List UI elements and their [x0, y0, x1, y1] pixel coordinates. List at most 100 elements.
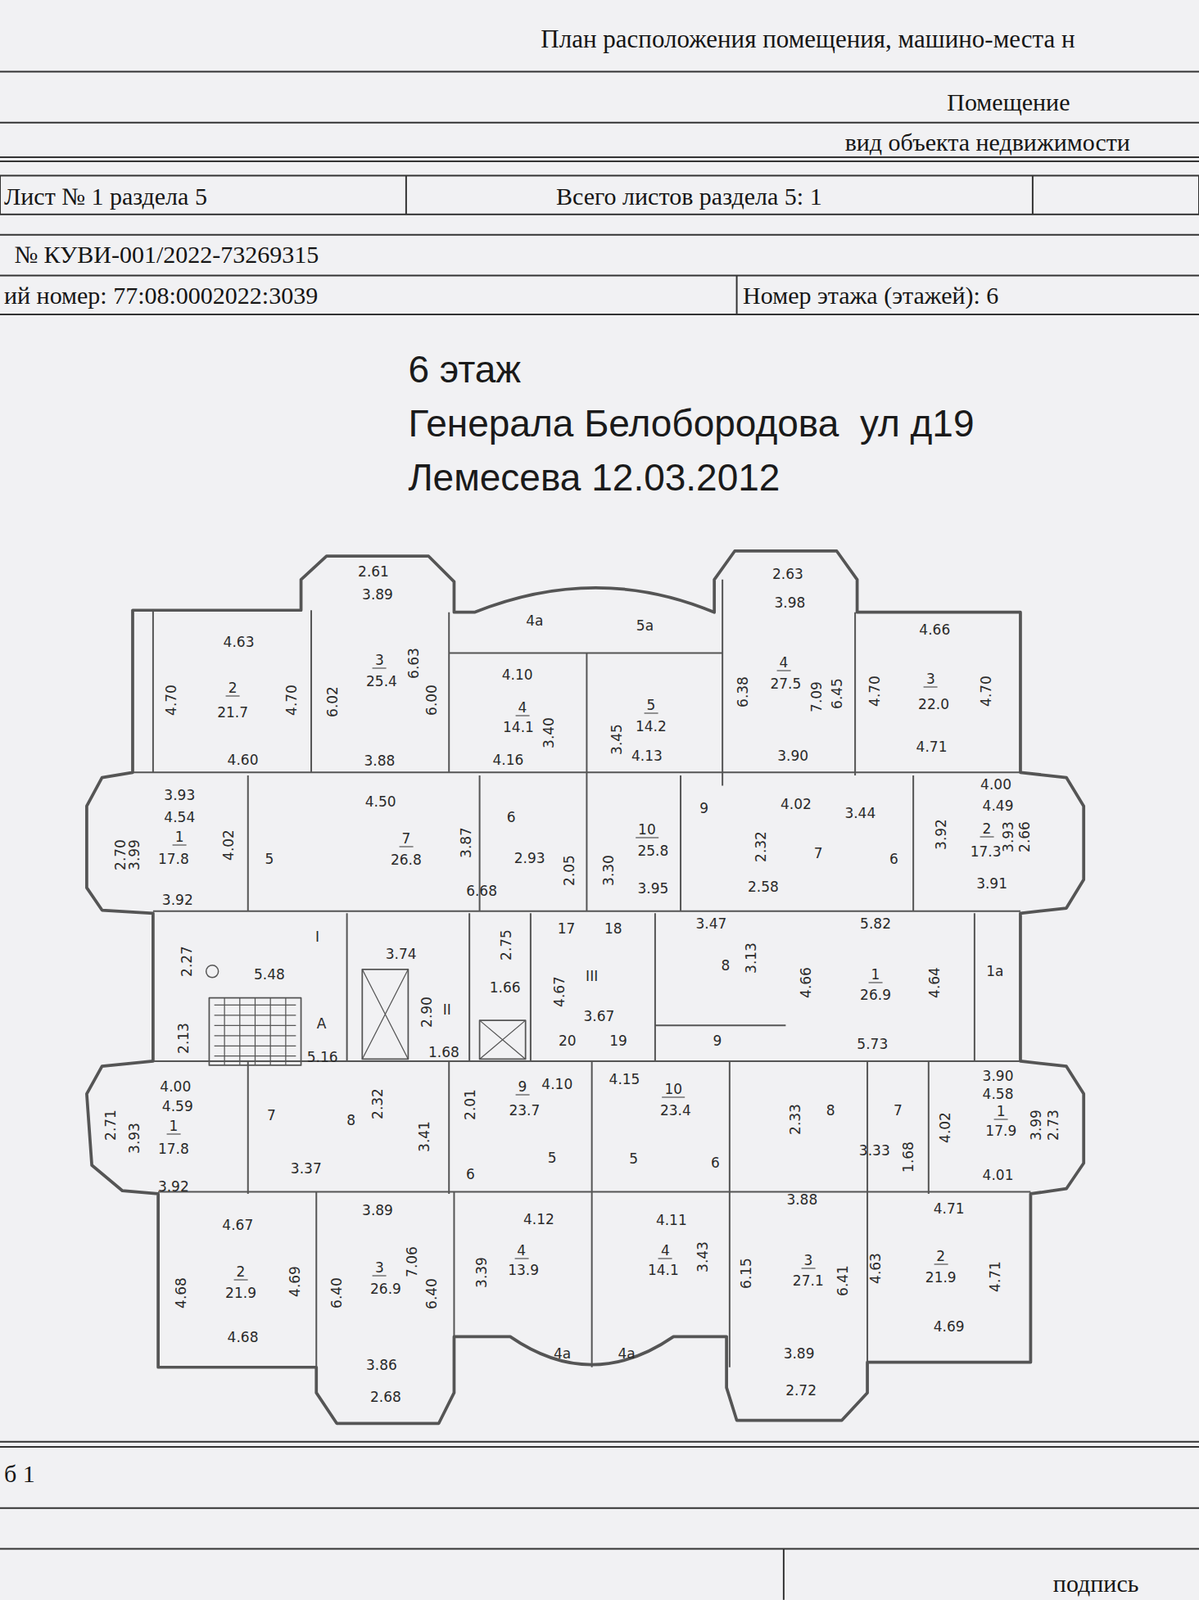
dimension-label: 3.39: [475, 1257, 489, 1289]
plan-label: 1a: [986, 964, 1004, 979]
plan-label: 3.90: [982, 1069, 1014, 1084]
dimension-label: 2.13: [176, 1022, 191, 1055]
dimension-label: 2.01: [463, 1089, 478, 1121]
plan-label: 4.10: [541, 1077, 573, 1092]
dimension-label: 6.38: [736, 676, 751, 708]
room-number: 9: [515, 1080, 530, 1096]
plan-label: 4a: [553, 1347, 571, 1362]
plan-label: 1.66: [489, 981, 521, 996]
dimension-label: 6.15: [738, 1257, 753, 1290]
plan-label: 2.63: [772, 567, 804, 582]
plan-label: 14.2: [635, 719, 667, 734]
plan-label: 25.8: [637, 844, 669, 859]
plan-label: 3.91: [976, 876, 1008, 891]
dimension-label: 3.45: [609, 723, 624, 756]
plan-label: 4.69: [933, 1319, 965, 1334]
plan-label: 17: [557, 921, 576, 936]
plan-label: 26.9: [859, 987, 892, 1002]
dimension-label: 2.32: [371, 1088, 385, 1120]
dimension-label: 2.70: [113, 839, 128, 871]
dimension-label: 7.09: [809, 681, 824, 713]
dimension-label: 6.41: [836, 1265, 851, 1297]
plan-label: 2.68: [370, 1389, 402, 1404]
plan-label: 3.86: [366, 1358, 398, 1373]
header-field: Номер этажа (этажей): 6: [742, 283, 999, 308]
plan-label: 5.82: [859, 916, 892, 931]
header-field: подпись: [1053, 1571, 1140, 1597]
plan-label: 5.16: [307, 1049, 339, 1064]
header-field: Лист № 1 раздела 5: [4, 184, 208, 209]
plan-label: 17.8: [158, 852, 190, 867]
dimension-label: 2.05: [562, 855, 577, 887]
dimension-label: 4.67: [551, 976, 566, 1008]
plan-label: 4.58: [982, 1086, 1014, 1101]
plan-label: 4.67: [221, 1218, 254, 1233]
plan-label: 27.1: [792, 1273, 824, 1288]
dimension-label: 3.40: [542, 717, 557, 749]
dimension-label: 6.63: [406, 647, 421, 679]
plan-label: III: [585, 969, 598, 984]
plan-label: 5: [265, 852, 275, 867]
room-number: 4: [515, 700, 530, 716]
dimension-label: 2.32: [754, 831, 769, 863]
dimension-label: 2.71: [103, 1109, 118, 1141]
plan-label: 26.8: [390, 853, 422, 868]
plan-label: 13.9: [507, 1263, 539, 1278]
plan-label: 4.15: [609, 1072, 641, 1087]
plan-label: 6.68: [466, 883, 498, 898]
dimension-label: 2.27: [180, 945, 195, 978]
header-field: № КУВИ-001/2022-73269315: [13, 242, 319, 267]
plan-label: 5: [547, 1151, 557, 1166]
room-number: 3: [923, 671, 938, 688]
room-number: 3: [800, 1253, 815, 1270]
plan-label: 3.89: [361, 1203, 394, 1218]
plan-label: 21.9: [225, 1285, 257, 1300]
header-field: Помещение: [946, 90, 1070, 115]
dimension-label: 6.02: [325, 686, 340, 718]
plan-label: 4.68: [227, 1330, 259, 1345]
plan-label: 3.88: [786, 1193, 818, 1208]
plan-label: 3.98: [773, 596, 806, 611]
plan-label: 17.3: [970, 845, 1002, 860]
plan-label: 14.1: [647, 1263, 679, 1278]
plan-label: 1.68: [428, 1045, 460, 1059]
plan-label: 3.95: [637, 882, 669, 896]
dimension-label: 7.06: [405, 1246, 420, 1278]
dimension-label: 2.66: [1017, 821, 1032, 853]
plan-label: 5a: [636, 618, 654, 633]
plan-label: 3.92: [158, 1180, 190, 1195]
dimension-label: 1.68: [900, 1141, 915, 1173]
header-field: Всего листов раздела 5: 1: [556, 184, 823, 209]
plan-label: 7: [814, 846, 824, 860]
plan-label: 26.9: [370, 1281, 402, 1296]
dimension-label: 4.02: [937, 1112, 952, 1144]
plan-label: 20: [558, 1033, 577, 1048]
plan-label: 3.92: [162, 892, 194, 907]
dimension-label: 4.70: [285, 684, 299, 716]
plan-label: 4.66: [918, 622, 951, 637]
room-number: 10: [635, 823, 659, 839]
dimension-label: 2.75: [498, 929, 513, 961]
plan-label: 4.60: [227, 753, 259, 768]
plan-label: 4.71: [916, 740, 948, 755]
dimension-label: 3.43: [696, 1241, 711, 1273]
plan-label: 4.01: [982, 1168, 1014, 1183]
plan-label: 9: [699, 800, 709, 815]
plan-label: 19: [609, 1033, 628, 1048]
plan-label: 4.12: [523, 1212, 555, 1227]
plan-label: 5.73: [856, 1036, 888, 1051]
plan-label: 3.67: [583, 1008, 615, 1023]
dimension-label: 3.99: [1028, 1109, 1043, 1141]
plan-label: 17.9: [985, 1123, 1017, 1138]
dimension-label: 3.87: [459, 827, 474, 859]
room-number: 2: [234, 1264, 249, 1281]
plan-label: 3.90: [777, 749, 809, 764]
plan-label: 4a: [617, 1347, 635, 1362]
plan-label: 4.11: [656, 1213, 688, 1228]
plan-label: 5: [628, 1152, 638, 1167]
plan-label: 2.93: [514, 850, 546, 865]
plan-label: 4.02: [780, 796, 812, 811]
plan-label: 4.59: [162, 1099, 194, 1114]
plan-label: 4.71: [933, 1202, 965, 1217]
plan-label: 4.10: [502, 667, 534, 682]
